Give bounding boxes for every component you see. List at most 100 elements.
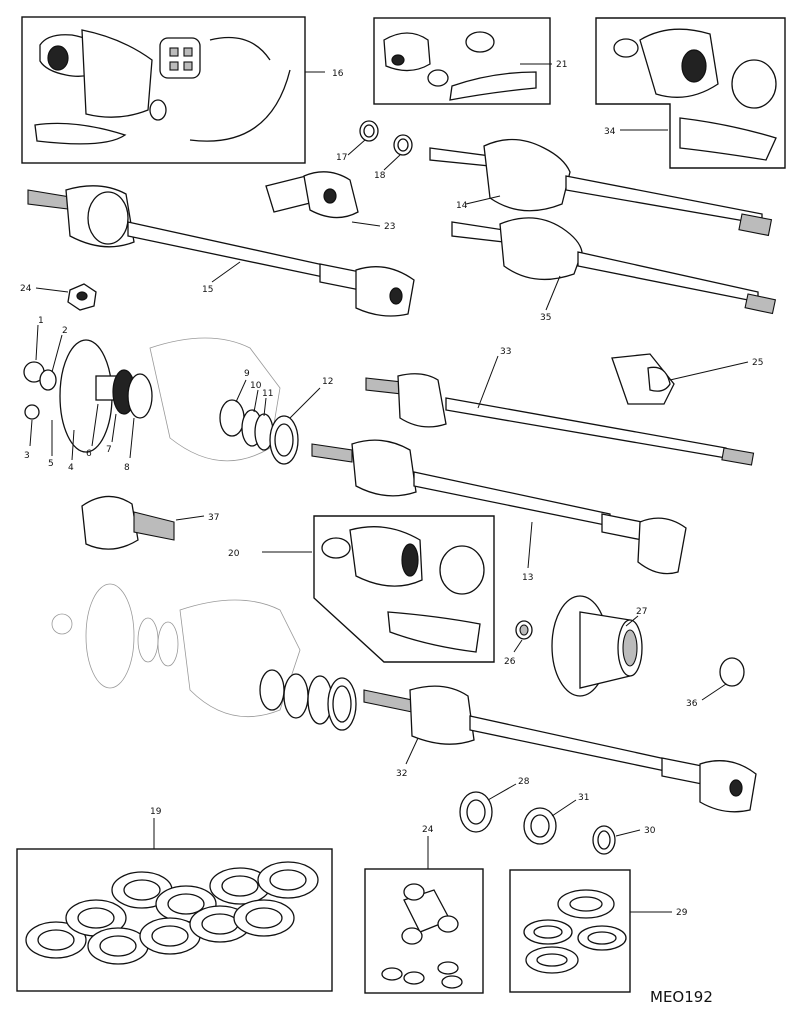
seal-ring-bore [167,893,205,915]
grease-sachet [449,71,537,101]
uj-circlip [381,967,403,981]
callout-20: 20 [228,549,240,559]
drive-shaft-33: 33 [365,347,755,466]
shaft-32-collar [661,757,703,785]
kit-box-24: 24 [364,825,484,994]
retaining-band [189,69,291,142]
uj-circlip [403,971,425,985]
kit-box-20-frame [313,515,495,663]
callout-29: 29 [676,908,688,918]
nut-26-bore [519,624,529,636]
shaft-15-collar [319,263,361,291]
cage-window [169,47,179,57]
shaft-33-joint [397,373,447,428]
stub-axle-27-upper: 25 [611,353,763,405]
joint-boot [81,29,153,118]
hose-clip-small [427,69,449,87]
leader-37 [175,515,205,521]
seal-ring [257,861,319,899]
callout-37: 37 [208,513,219,523]
oil-seal-12 [269,415,299,465]
leader-4 [71,429,75,461]
seal-ring-bore [269,869,307,891]
shaft-33-end-spline [721,447,755,466]
drive-shaft-13: 13 [311,439,687,583]
callout-26: 26 [504,657,516,667]
leader-10 [253,389,259,413]
cv-joint-37-bell [81,495,139,550]
kit-box-34: 34 [595,17,786,169]
hub-27-lower: 27 [551,595,647,697]
nut-3 [24,404,40,420]
leader-8 [129,417,135,459]
seal-ring [25,921,87,959]
retaining-strap [209,36,271,61]
seal-lower [327,677,357,731]
leader-1 [35,324,39,361]
hub-assembly-lower [51,583,357,731]
seal-ring-bore [536,953,568,967]
grease-sachet [34,122,127,145]
shaft-32-spline [363,689,413,713]
seal-ring-bore [221,875,259,897]
callout-17: 17 [336,153,347,163]
seal-ring-bore [151,925,189,947]
callout-35: 35 [540,313,551,323]
bearing-lower-a [137,617,159,663]
shaft-13-collar [601,513,643,541]
callout-15: 15 [202,285,213,295]
uj-23-bore [323,188,337,204]
bearing-9 [219,399,245,437]
leader-27-lower [625,615,639,627]
leader-2 [51,334,63,373]
hose-clip [465,31,495,53]
seal-31-bore [530,814,550,838]
leader-36 [701,683,727,701]
seal-ring [87,927,149,965]
hub-flange-lower [85,583,135,689]
shaft-15-bar [127,221,329,279]
shaft-14-spline [429,147,491,167]
universal-joint-23: 23 [265,171,395,232]
ring-17-bore [363,124,375,138]
leader-25 [35,287,69,293]
callout-7: 7 [106,445,112,455]
cage-window [183,47,193,57]
kit-box-34-frame [595,17,786,169]
shaft-15-housing [87,191,129,245]
drive-shaft-32: 32 [363,685,757,813]
kit-box-29-frame [509,869,631,993]
hub-nut-lower [51,613,73,635]
shaft-13-joint [351,439,417,497]
boot-clip [321,537,351,559]
leader-33 [477,355,499,409]
callout-10: 10 [250,381,262,391]
callout-2: 2 [62,326,68,336]
callout-16: 16 [332,69,344,79]
callout-8: 8 [124,463,130,473]
leader-26 [513,639,523,653]
uj-circlip [437,961,459,975]
circlip [149,99,167,121]
cage-window [169,61,179,71]
spacer-lower [283,673,309,719]
hub-assembly-upper: 1 2 3 4 5 6 7 8 9 10 11 12 [23,316,333,473]
leader-17 [347,139,366,156]
leader-9 [235,379,247,403]
ring-18-bore [397,138,409,152]
shaft-13-yoke [637,517,687,575]
yoke-bore [389,287,403,305]
seal-ring-bore [245,907,283,929]
bearing-8 [127,373,153,419]
small-boot-opening [391,54,405,66]
kit-box-21: 21 [373,17,567,105]
callout-32: 32 [396,769,407,779]
callout-18: 18 [374,171,386,181]
seal-ring-bore [77,907,115,929]
circlip-36-body [719,657,745,687]
callout-9: 9 [244,369,250,379]
cv-joint-37: 37 [81,495,219,550]
oil-seal-12-bore [274,423,294,457]
nut-26: 26 [504,620,533,667]
washer-2 [39,369,57,391]
